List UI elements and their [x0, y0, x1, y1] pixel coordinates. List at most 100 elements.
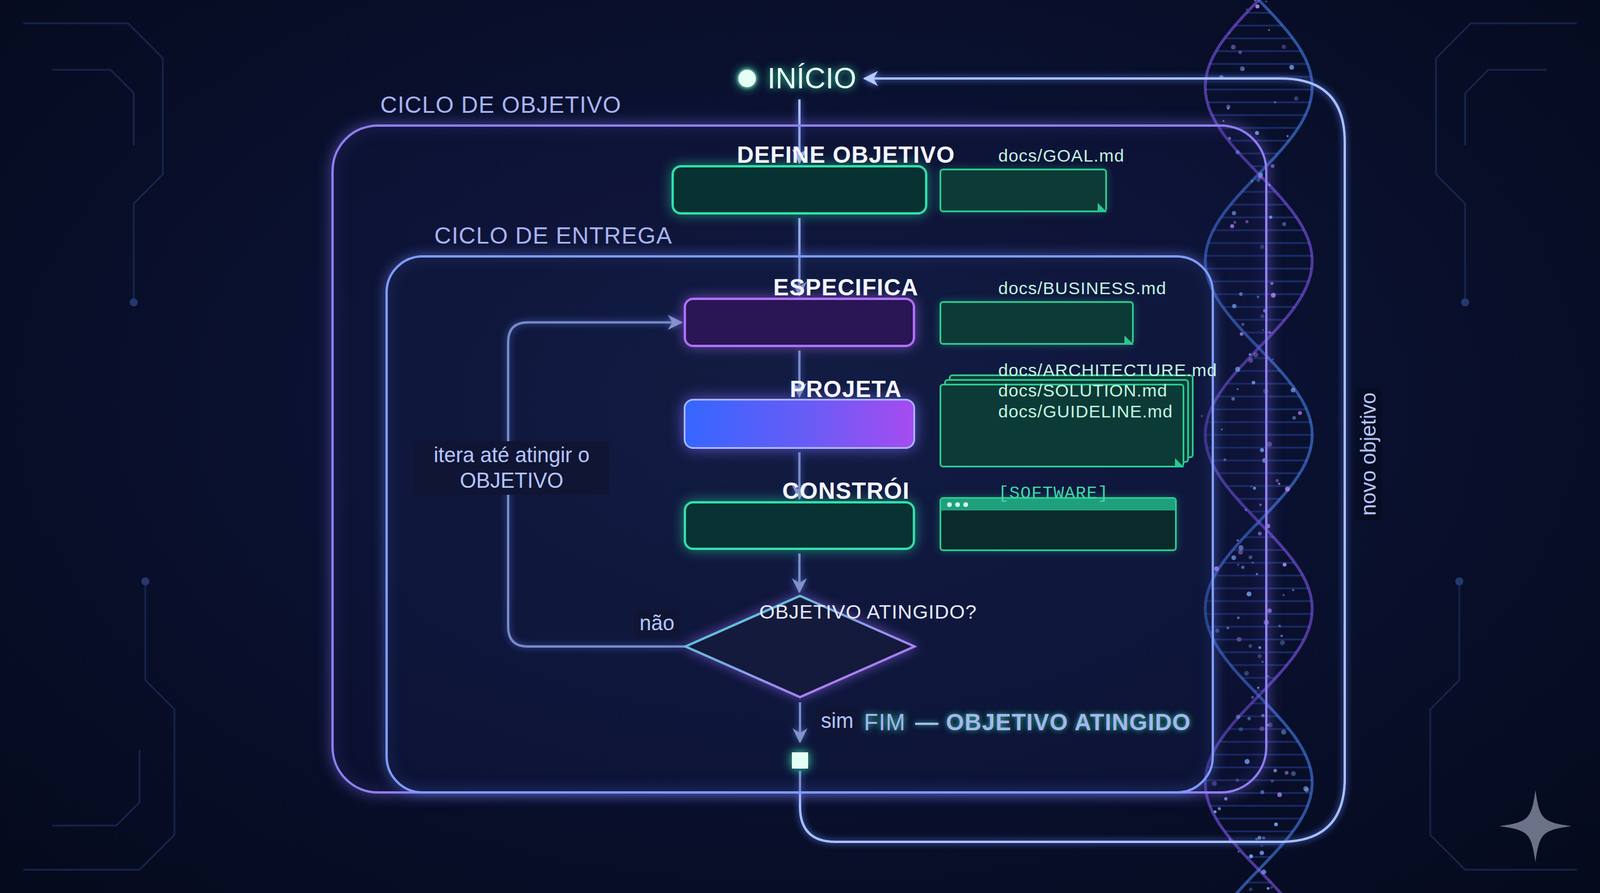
process-box: ESPECIFICA [683, 297, 916, 348]
node-text: OBJETIVO ATINGIDO? [759, 600, 934, 624]
circuit-pad [129, 298, 138, 307]
helix-particle [1238, 50, 1242, 55]
helix-particle [1240, 66, 1245, 71]
helix-particle [1262, 836, 1266, 840]
helix-particle [1289, 65, 1295, 70]
helix-rung [1246, 881, 1271, 884]
helix-particle [1298, 411, 1303, 416]
helix-rung [1216, 818, 1302, 820]
helix-rung [1207, 101, 1311, 104]
circuit-trace [1430, 581, 1577, 870]
helix-particle [1286, 134, 1289, 138]
window-dot [955, 502, 960, 507]
helix-particle [1290, 387, 1296, 393]
node-text: — OBJETIVO ATINGIDO [915, 709, 1192, 736]
helix-particle [1282, 594, 1285, 597]
helix-rung [1224, 37, 1294, 40]
helix-rung [1205, 88, 1313, 91]
edge-label: sim [816, 707, 859, 735]
helix-rung [1212, 114, 1306, 117]
node-text: docs/GUIDELINE.md [998, 401, 1219, 422]
helix-particle [1303, 786, 1309, 792]
node-text: docs/GOAL.md [998, 145, 1142, 166]
circuit-trace [1465, 69, 1547, 146]
helix-particle [1278, 624, 1282, 628]
circuit-pad [141, 577, 150, 586]
end-square [791, 752, 809, 769]
helix-particle [1267, 675, 1270, 677]
helix-particle [1228, 838, 1231, 841]
helix-particle [1284, 770, 1289, 775]
node-text: DEFINE OBJETIVO [736, 141, 955, 169]
software-window: [SOFTWARE] [939, 497, 1177, 552]
process-box: DEFINE OBJETIVO [671, 165, 928, 215]
helix-particle [1274, 822, 1278, 827]
helix-rung [1234, 25, 1283, 27]
helix-particle [1266, 887, 1270, 891]
helix-particle [1291, 588, 1295, 592]
helix-particle [1267, 608, 1273, 614]
helix-particle [1268, 29, 1270, 31]
edge-label: não [634, 609, 680, 637]
helix-particle [1270, 293, 1276, 298]
node-text: docs/ARCHITECTURE.md [998, 359, 1219, 381]
helix-particle [1261, 844, 1264, 848]
helix-particle [1272, 358, 1274, 361]
node-text: INÍCIO [767, 61, 857, 96]
node-text: CICLO DE ENTREGA [434, 222, 673, 249]
helix-particle [1245, 8, 1248, 11]
end-marker: FIM— OBJETIVO ATINGIDO [791, 744, 1145, 777]
helix-particle [1213, 810, 1217, 814]
helix-particle [1270, 163, 1275, 168]
helix-particle [1254, 0, 1257, 2]
helix-particle [1255, 130, 1260, 135]
sparkle-watermark [1499, 790, 1572, 863]
helix-particle [1277, 482, 1281, 485]
helix-particle [1290, 770, 1296, 776]
helix-particle [1226, 104, 1231, 109]
decision-diamond: OBJETIVO ATINGIDO? [683, 594, 917, 699]
window-dot [947, 502, 952, 507]
edge-label: novo objetivo [1355, 387, 1382, 521]
helix-particle [1266, 441, 1273, 448]
circuit-trace [52, 69, 134, 146]
helix-rung [1216, 50, 1302, 53]
node-text: docs/SOLUTION.md [998, 380, 1219, 401]
circuit-pads [129, 298, 1470, 586]
helix-particle [1270, 886, 1274, 889]
helix-particle [1248, 887, 1253, 892]
helix-rung [1209, 805, 1308, 807]
window-dot [963, 502, 969, 507]
helix-particle [1255, 4, 1260, 9]
cycle-band: CICLO DE ENTREGAESPECIFICAdocs/BUSINESS.… [385, 255, 1214, 794]
helix-particle [1284, 486, 1291, 492]
node-text: CONSTRÓI [781, 477, 910, 505]
node-text: docs/BUSINESS.md [998, 277, 1169, 299]
helix-particle [1259, 850, 1265, 856]
circuit-traces [23, 23, 1577, 870]
node-text: PROJETA [790, 376, 903, 403]
document-tag: docs/GOAL.md [939, 168, 1107, 213]
helix-particle [1281, 729, 1287, 735]
node-text: CICLO DE OBJETIVO [380, 91, 622, 119]
helix-particle [1280, 634, 1284, 638]
circuit-trace [23, 581, 175, 870]
helix-particle [1275, 479, 1279, 482]
helix-particle [1257, 836, 1262, 841]
helix-particle [1268, 183, 1271, 187]
start-dot [738, 69, 756, 88]
helix-particle [1237, 850, 1240, 853]
helix-particle [1281, 44, 1287, 49]
helix-particle [1292, 416, 1296, 420]
helix-rung [1209, 63, 1308, 66]
helix-particle [1265, 0, 1267, 3]
helix-particle [1270, 779, 1274, 783]
helix-particle [1294, 96, 1299, 101]
node-text: FIM [863, 709, 906, 736]
helix-particle [1218, 806, 1221, 810]
document-tag: docs/BUSINESS.md [939, 301, 1134, 345]
helix-particle [1273, 769, 1277, 773]
node-text: [SOFTWARE] [998, 483, 1109, 504]
helix-particle [1249, 854, 1254, 859]
helix-particle [1273, 101, 1277, 104]
